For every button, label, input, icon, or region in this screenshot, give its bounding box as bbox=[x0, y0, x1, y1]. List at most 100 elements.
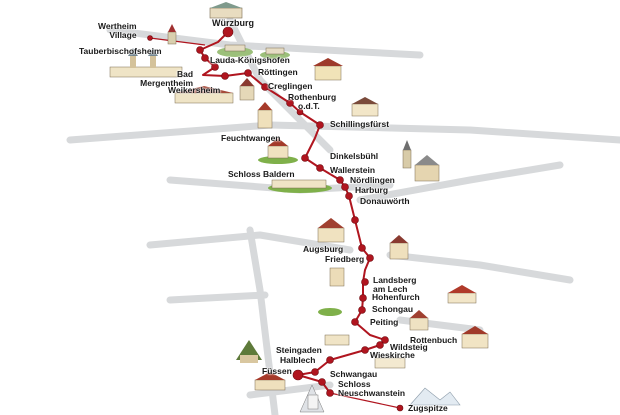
road-i bbox=[386, 251, 574, 284]
dot-feuchtwangen bbox=[301, 154, 309, 162]
dot-wertheim bbox=[147, 35, 153, 41]
label-fuessen: Füssen bbox=[262, 366, 292, 376]
label-noerdlingen: Nördlingen bbox=[350, 175, 395, 185]
rothenburg-illustration bbox=[257, 97, 379, 129]
label-friedberg: Friedberg bbox=[325, 254, 365, 264]
label-bad: Bad bbox=[177, 69, 194, 79]
label-rottenbuch: Rottenbuch bbox=[410, 335, 458, 345]
label-wertheim: Wertheim Village bbox=[98, 22, 137, 40]
creglingen-illustration bbox=[239, 78, 255, 101]
label-tauberbischofsheim: Tauberbischofsheim bbox=[79, 46, 162, 56]
label-weikersheim: Weikersheim bbox=[168, 85, 221, 95]
label-mergentheim: Mergentheim bbox=[140, 78, 194, 88]
label-halblech: Halblech bbox=[280, 355, 316, 365]
dot-weikersheim bbox=[221, 72, 229, 80]
dot-schongau bbox=[358, 306, 366, 314]
hohenfurch-illustration bbox=[447, 285, 477, 304]
dot-rothenburg-b bbox=[296, 108, 304, 116]
schloss-baldern-illustration bbox=[268, 179, 332, 193]
dot-wallerstein bbox=[336, 176, 344, 184]
dot-peiting bbox=[351, 318, 359, 326]
road-a bbox=[66, 121, 620, 144]
fuessen-illustration bbox=[254, 372, 286, 391]
label-wuerzburg: Würzburg bbox=[212, 18, 254, 28]
label-rothenburg-line2: o.d.T. bbox=[298, 101, 320, 111]
road-k bbox=[246, 381, 334, 399]
dot-bad-mergentheim bbox=[211, 63, 219, 71]
dot-lauda bbox=[201, 54, 209, 62]
dot-roettingen bbox=[244, 69, 252, 77]
label-feuchtwangen: Feuchtwangen bbox=[221, 133, 281, 143]
label-wildsteig: Wildsteig bbox=[390, 342, 428, 352]
road-c bbox=[226, 16, 334, 154]
dot-augsburg bbox=[358, 244, 366, 252]
neuschwanstein-illustration bbox=[299, 384, 325, 413]
label-wallerstein: Wallerstein bbox=[330, 165, 376, 175]
label-wertheim-line2: Village bbox=[109, 30, 137, 40]
feuchtwangen-illustration bbox=[258, 138, 298, 164]
label-neuschwanstein-name: Neuschwanstein bbox=[338, 388, 406, 398]
dot-neuschwanstein bbox=[326, 389, 334, 397]
label-rothenburg: Rothenburg o.d.T. bbox=[288, 93, 336, 111]
roettingen-illustration bbox=[313, 58, 343, 81]
label-augsburg: Augsburg bbox=[303, 244, 344, 254]
zugspitze-connector bbox=[329, 392, 401, 409]
wertheim-illustration bbox=[167, 24, 177, 45]
label-donauwoerth: Donauwörth bbox=[360, 196, 410, 206]
lauda-illustration bbox=[217, 44, 290, 59]
zugspitze-illustration bbox=[409, 387, 461, 406]
label-creglingen: Creglingen bbox=[268, 81, 313, 91]
label-wieskirche: Wieskirche bbox=[370, 350, 415, 360]
label-wertheim-line1: Wertheim bbox=[98, 21, 137, 31]
dot-rottenbuch bbox=[381, 336, 389, 344]
dot-fuessen bbox=[292, 369, 304, 381]
dot-zugspitze bbox=[396, 404, 404, 412]
dot-friedberg bbox=[366, 254, 374, 262]
label-steingaden: Steingaden bbox=[276, 345, 322, 355]
steingaden-illustration bbox=[236, 334, 350, 363]
road-h bbox=[166, 291, 269, 304]
dot-landsberg bbox=[361, 278, 369, 286]
wuerzburg-illustration bbox=[209, 2, 243, 19]
label-hohenfurch: Hohenfurch bbox=[372, 292, 420, 302]
wieskirche-illustration bbox=[374, 357, 406, 369]
label-neuschwanstein: Schloss Neuschwanstein bbox=[338, 380, 405, 398]
label-roettingen: Röttingen bbox=[258, 67, 298, 77]
dot-hohenfurch bbox=[359, 294, 367, 302]
dot-harburg bbox=[345, 192, 353, 200]
label-bad-mergentheim: Bad Mergentheim bbox=[127, 70, 193, 88]
dot-schillingsfuerst bbox=[316, 121, 324, 129]
label-rothenburg-line1: Rothenburg bbox=[288, 92, 337, 102]
dot-donauwoerth bbox=[351, 216, 359, 224]
road-network bbox=[66, 16, 620, 415]
dot-wildsteig bbox=[376, 341, 384, 349]
label-schillingsfuerst: Schillingsfürst bbox=[330, 119, 390, 129]
label-zugspitze: Zugspitze bbox=[408, 403, 448, 413]
label-harburg: Harburg bbox=[355, 185, 389, 195]
label-dinkelsbuehl: Dinkelsbühl bbox=[330, 151, 379, 161]
label-landsberg-line1: Landsberg bbox=[373, 275, 417, 285]
label-schloss: Schloss bbox=[338, 379, 371, 389]
label-schloss-baldern: Schloss Baldern bbox=[228, 169, 295, 179]
label-landsberg: Landsberg am Lech bbox=[373, 276, 416, 294]
dot-tauberbischofsheim bbox=[196, 46, 204, 54]
landsberg-illustration bbox=[318, 267, 345, 316]
dot-rothenburg bbox=[286, 99, 294, 107]
dot-creglingen bbox=[261, 83, 269, 91]
bad-mergentheim-illustration bbox=[109, 48, 183, 78]
dot-schwangau bbox=[318, 378, 326, 386]
peiting-illustration bbox=[409, 310, 489, 349]
dot-halblech bbox=[311, 368, 319, 376]
landmark-illustrations bbox=[109, 2, 489, 413]
augsburg-illustration bbox=[317, 218, 409, 260]
dot-steingaden bbox=[326, 356, 334, 364]
label-schwangau: Schwangau bbox=[330, 369, 378, 379]
road-e bbox=[356, 161, 564, 204]
weikersheim-illustration bbox=[174, 86, 234, 104]
road-f bbox=[146, 231, 354, 254]
dot-wuerzburg bbox=[222, 26, 234, 38]
dot-noerdlingen bbox=[341, 183, 349, 191]
label-lauda: Lauda-Königshofen bbox=[210, 55, 290, 65]
dot-wieskirche bbox=[361, 346, 369, 354]
